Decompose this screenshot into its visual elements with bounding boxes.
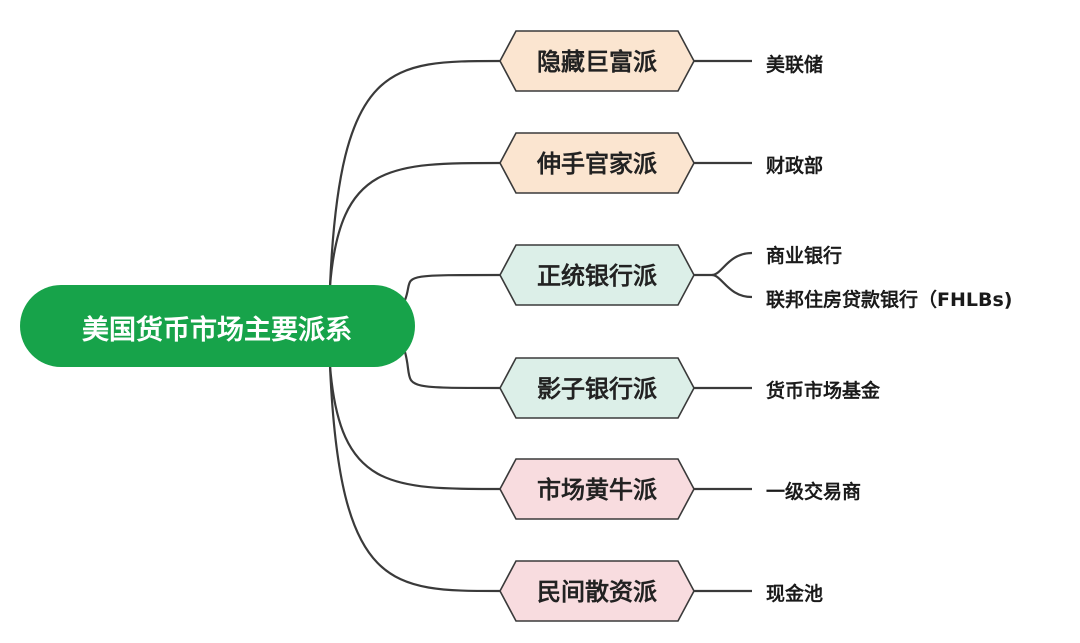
root-branch-connector	[403, 273, 501, 301]
branch-node-shape	[499, 30, 695, 92]
branch-group: 隐藏巨富派 美联储 伸手官家派 财政部 正统银行派 商业银行 联邦住房贷款银行（…	[499, 30, 1012, 622]
branch-node-label: 正统银行派	[537, 262, 657, 290]
branch-node-shape	[499, 132, 695, 194]
branch-node: 隐藏巨富派	[499, 30, 695, 92]
branch-node: 市场黄牛派	[499, 458, 695, 520]
root-branch-connector	[328, 161, 501, 287]
branch-node-shape	[499, 560, 695, 622]
root-branch-connector	[328, 59, 501, 287]
connector-group	[328, 59, 753, 593]
leaf-label: 现金池	[766, 582, 823, 605]
root-branch-connector	[328, 365, 501, 491]
branch-node-label: 伸手官家派	[536, 150, 657, 178]
leaf-label: 财政部	[766, 154, 823, 177]
branch-node-label: 隐藏巨富派	[537, 48, 657, 76]
branch-node-shape	[499, 458, 695, 520]
branch-node-shape	[499, 244, 695, 306]
leaf-label: 联邦住房贷款银行（FHLBs)	[766, 288, 1012, 311]
root-branch-connector	[328, 365, 501, 593]
branch-node: 民间散资派	[499, 560, 695, 622]
branch-node: 伸手官家派	[499, 132, 695, 194]
branch-leaf-connector	[711, 273, 753, 299]
branch-node: 影子银行派	[499, 357, 695, 419]
root-node: 美国货币市场主要派系	[20, 285, 415, 367]
root-node-label: 美国货币市场主要派系	[82, 314, 352, 346]
branch-leaf-connector	[711, 251, 753, 277]
leaf-label: 商业银行	[766, 244, 842, 267]
branch-node-shape	[499, 357, 695, 419]
leaf-label: 一级交易商	[766, 480, 861, 503]
branch-node-label: 民间散资派	[537, 578, 657, 606]
root-branch-connector	[403, 351, 501, 390]
branch-node: 正统银行派	[499, 244, 695, 306]
root-node-shape	[20, 285, 415, 367]
leaf-label: 货币市场基金	[766, 379, 881, 402]
leaf-label: 美联储	[766, 53, 823, 76]
branch-node-label: 市场黄牛派	[537, 476, 657, 504]
branch-node-label: 影子银行派	[537, 375, 657, 403]
